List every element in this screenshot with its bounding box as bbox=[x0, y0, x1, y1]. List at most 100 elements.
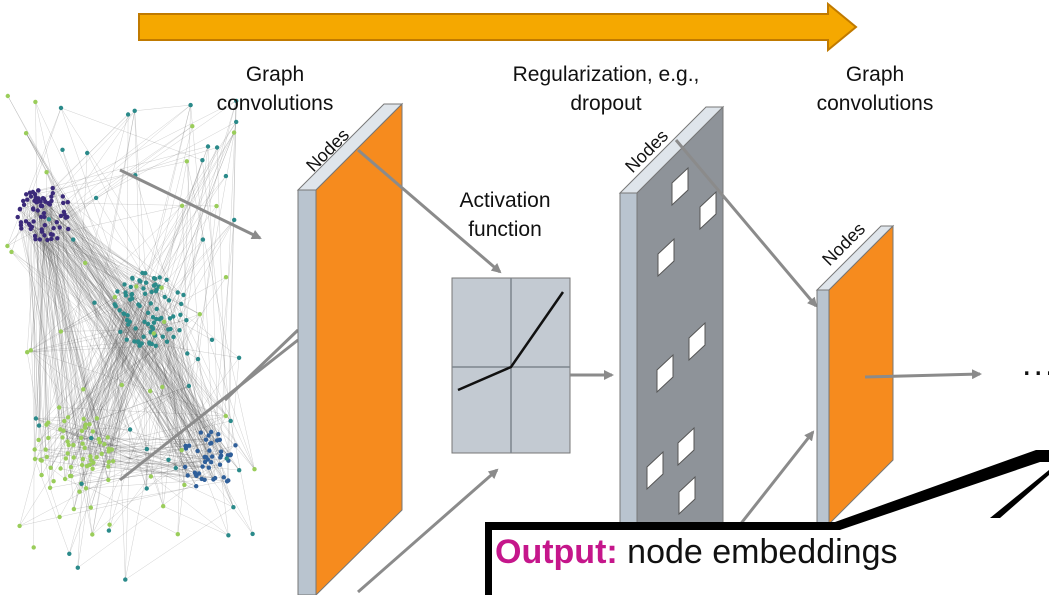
graph-node bbox=[102, 442, 107, 447]
graph-node bbox=[49, 198, 54, 204]
graph-node bbox=[128, 284, 133, 290]
graph-node bbox=[148, 474, 154, 479]
graph-node bbox=[221, 475, 226, 480]
graph-node bbox=[27, 222, 32, 228]
graph-node bbox=[62, 476, 68, 482]
graph-node bbox=[132, 339, 137, 344]
graph-node bbox=[250, 531, 255, 537]
graph-convolutions-label-1: Graph convolutions bbox=[216, 63, 334, 115]
graph-node bbox=[207, 448, 212, 453]
graph-node bbox=[109, 447, 115, 452]
graph-node bbox=[24, 192, 29, 197]
graph-node bbox=[133, 326, 138, 331]
graph-node bbox=[79, 435, 84, 440]
graph-node bbox=[5, 243, 10, 249]
graph-node bbox=[42, 214, 47, 220]
graph-node bbox=[194, 484, 199, 489]
graph-node bbox=[9, 249, 14, 255]
graph-node bbox=[160, 334, 165, 339]
graph-node bbox=[71, 455, 76, 460]
graph-node bbox=[175, 532, 180, 537]
graph-node bbox=[46, 420, 51, 425]
graph-node bbox=[198, 430, 203, 435]
graph-node bbox=[218, 449, 224, 454]
graph-node bbox=[166, 457, 171, 462]
graph-node bbox=[110, 459, 116, 464]
graph-node bbox=[178, 312, 183, 317]
graph-node bbox=[223, 173, 229, 179]
graph-node bbox=[206, 433, 211, 438]
graph-node bbox=[47, 202, 53, 207]
graph-node bbox=[93, 195, 99, 201]
graph-node bbox=[152, 276, 158, 281]
graph-node bbox=[125, 112, 131, 117]
ellipsis: ... bbox=[1022, 345, 1049, 383]
graph-node bbox=[31, 219, 36, 224]
graph-node bbox=[173, 465, 178, 471]
graph-node bbox=[43, 199, 48, 204]
graph-node bbox=[19, 226, 24, 231]
graph-node bbox=[90, 429, 96, 434]
graph-node bbox=[88, 505, 94, 510]
graph-node bbox=[85, 150, 90, 156]
graph-node bbox=[226, 533, 231, 538]
graph-node bbox=[91, 460, 96, 465]
graph-node bbox=[89, 435, 94, 441]
graph-node bbox=[71, 237, 76, 242]
graph-node bbox=[144, 486, 149, 491]
graph-node bbox=[182, 482, 187, 488]
graph-node bbox=[142, 291, 148, 296]
graph-node bbox=[252, 467, 257, 472]
activation-box bbox=[451, 277, 571, 454]
graph-node bbox=[61, 428, 66, 433]
graph-node bbox=[99, 451, 104, 456]
graph-node bbox=[112, 294, 118, 300]
graph-node bbox=[151, 283, 157, 288]
conv-layer-1 bbox=[296, 102, 404, 595]
graph-node bbox=[23, 131, 29, 136]
graph-node bbox=[25, 197, 30, 202]
graph-node bbox=[210, 454, 215, 459]
graph-node bbox=[121, 311, 126, 316]
graph-node bbox=[122, 282, 127, 287]
graph-node bbox=[159, 285, 164, 290]
dropout-holes bbox=[646, 166, 717, 516]
graph-node bbox=[185, 351, 190, 356]
graph-node bbox=[35, 208, 40, 213]
graph-node bbox=[83, 260, 88, 266]
graph-node bbox=[57, 225, 62, 230]
graph-node bbox=[142, 319, 147, 324]
graph-convolutions-label-2: Graph convolutions bbox=[816, 63, 934, 115]
graph-node bbox=[124, 337, 129, 342]
graph-node bbox=[28, 348, 33, 353]
graph-node bbox=[65, 439, 70, 444]
graph-node bbox=[212, 475, 218, 481]
graph-node bbox=[209, 440, 214, 446]
graph-node bbox=[80, 456, 86, 462]
graph-node bbox=[149, 324, 154, 329]
graph-node bbox=[171, 314, 176, 319]
graph-node bbox=[62, 212, 67, 217]
graph-node bbox=[118, 329, 123, 334]
graph-node bbox=[42, 223, 48, 228]
graph-node bbox=[34, 196, 39, 201]
graph-node bbox=[44, 454, 49, 460]
graph-node bbox=[44, 170, 49, 175]
graph-node bbox=[136, 339, 141, 344]
graph-node bbox=[186, 383, 192, 389]
graph-node bbox=[231, 505, 236, 510]
graph-node bbox=[60, 194, 65, 199]
graph-node bbox=[21, 202, 27, 207]
graph-node bbox=[151, 320, 157, 325]
graph-node bbox=[112, 302, 117, 307]
graph-node bbox=[130, 275, 135, 281]
graph-node bbox=[81, 416, 86, 422]
graph-node bbox=[46, 217, 52, 222]
graph-node bbox=[58, 466, 63, 471]
graph-node bbox=[195, 448, 200, 454]
graph-node bbox=[202, 477, 207, 482]
graph-node bbox=[115, 289, 120, 294]
input-graph bbox=[5, 93, 257, 582]
regularization-label: Regularization, e.g., dropout bbox=[512, 63, 700, 115]
graph-node bbox=[32, 456, 38, 462]
